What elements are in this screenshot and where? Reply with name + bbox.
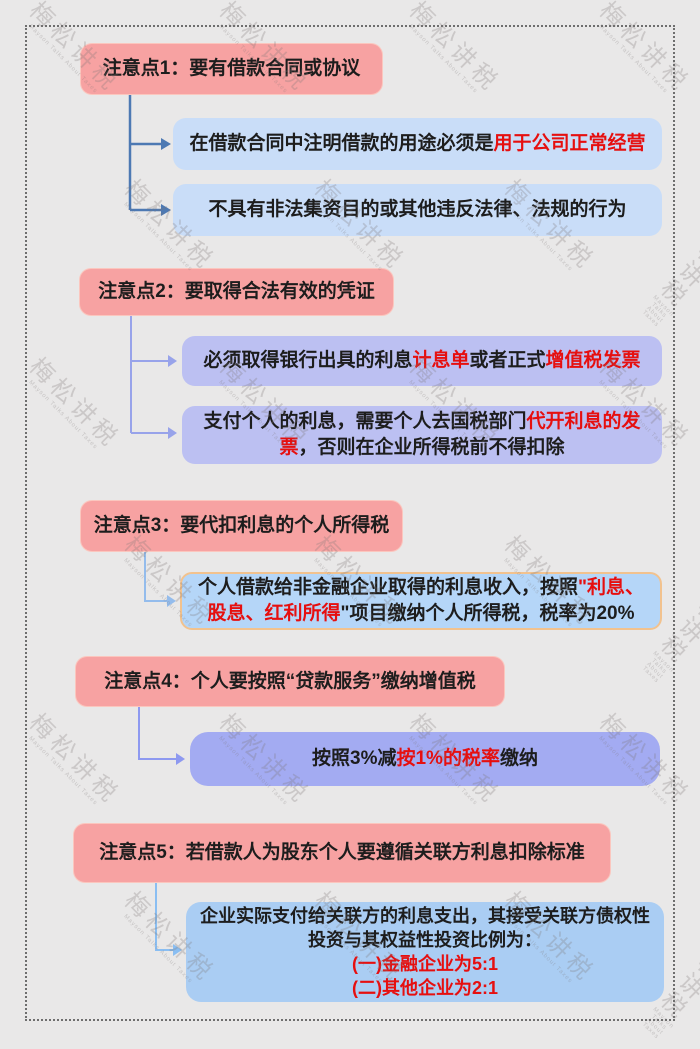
- note2-header: 注意点2：要取得合法有效的凭证: [79, 268, 394, 316]
- section5-arrowhead: [173, 944, 182, 956]
- section3-arrowhead: [167, 595, 176, 607]
- rich-text: 个人借款给非金融企业取得的利息收入，按照"利息、股息、红利所得"项目缴纳个人所得…: [192, 575, 650, 627]
- highlight-text-run: 计息单: [412, 350, 470, 371]
- text-run: 在借款合同中注明借款的用途必须是: [189, 133, 494, 154]
- dashed-border: [25, 25, 675, 1021]
- note4-item-1: 按照3%减按1%的税率缴纳: [190, 732, 660, 786]
- text-run: ，否则在企业所得税前不得扣除: [298, 437, 565, 458]
- highlight-text-run: (二)其他企业为2:1: [351, 978, 498, 998]
- text-run: 不具有非法集资目的或其他违反法律、法规的行为: [208, 199, 627, 220]
- section5-connector: [155, 883, 174, 951]
- highlight-text-run: 按1%的税率: [396, 748, 500, 769]
- text-run: 按照3%减: [312, 748, 397, 769]
- note3-item-1: 个人借款给非金融企业取得的利息收入，按照"利息、股息、红利所得"项目缴纳个人所得…: [180, 572, 662, 630]
- section1-connector: [128, 95, 162, 212]
- note5-header: 注意点5：若借款人为股东个人要遵循关联方利息扣除标准: [73, 823, 611, 883]
- text-run: 必须取得银行出具的利息: [203, 350, 413, 371]
- note2-item-1: 必须取得银行出具的利息计息单或者正式增值税发票: [182, 336, 662, 386]
- highlight-text-run: "利息、股息、红利所得: [207, 577, 645, 624]
- rich-text: 在借款合同中注明借款的用途必须是用于公司正常经营: [189, 131, 645, 157]
- highlight-text-run: 代开利息的发票: [279, 411, 641, 458]
- section3-connector: [144, 552, 168, 602]
- section2-connector: [130, 316, 169, 434]
- highlight-text-run: 增值税发票: [545, 350, 641, 371]
- rich-text: 不具有非法集资目的或其他违反法律、法规的行为: [208, 197, 626, 223]
- text-run: 支付个人的利息，需要个人去国税部门: [203, 411, 527, 432]
- section2-arrowheads: [168, 355, 177, 439]
- section1-arrowheads: [161, 138, 171, 216]
- highlight-text-run: 用于公司正常经营: [493, 133, 646, 154]
- rich-text: 企业实际支付给关联方的利息支出，其接受关联方债权性投资与其权益性投资比例为： (…: [196, 904, 654, 1000]
- section4-arrowhead: [176, 753, 185, 765]
- note1-item-1: 在借款合同中注明借款的用途必须是用于公司正常经营: [173, 118, 662, 170]
- text-run: 缴纳: [499, 748, 538, 769]
- section4-connector: [138, 707, 177, 760]
- text-run: "项目缴纳个人所得税，税率为20%: [340, 603, 635, 624]
- text-run: 企业实际支付给关联方的利息支出，其接受关联方债权性投资与其权益性投资比例为：: [200, 906, 650, 950]
- text-run: 或者正式: [469, 350, 546, 371]
- rich-text: 支付个人的利息，需要个人去国税部门代开利息的发票，否则在企业所得税前不得扣除: [192, 409, 652, 461]
- rich-text: 必须取得银行出具的利息计息单或者正式增值税发票: [203, 348, 640, 374]
- note1-header: 注意点1：要有借款合同或协议: [80, 43, 383, 95]
- note1-item-2: 不具有非法集资目的或其他违反法律、法规的行为: [173, 184, 662, 236]
- text-run: 个人借款给非金融企业取得的利息收入，按照: [197, 577, 578, 598]
- note4-header: 注意点4：个人要按照“贷款服务”缴纳增值税: [75, 656, 505, 707]
- note3-header: 注意点3：要代扣利息的个人所得税: [80, 500, 403, 552]
- note2-item-2: 支付个人的利息，需要个人去国税部门代开利息的发票，否则在企业所得税前不得扣除: [182, 406, 662, 464]
- note5-item-1: 企业实际支付给关联方的利息支出，其接受关联方债权性投资与其权益性投资比例为： (…: [186, 902, 664, 1002]
- rich-text: 按照3%减按1%的税率缴纳: [312, 746, 538, 772]
- highlight-text-run: (一)金融企业为5:1: [351, 954, 498, 974]
